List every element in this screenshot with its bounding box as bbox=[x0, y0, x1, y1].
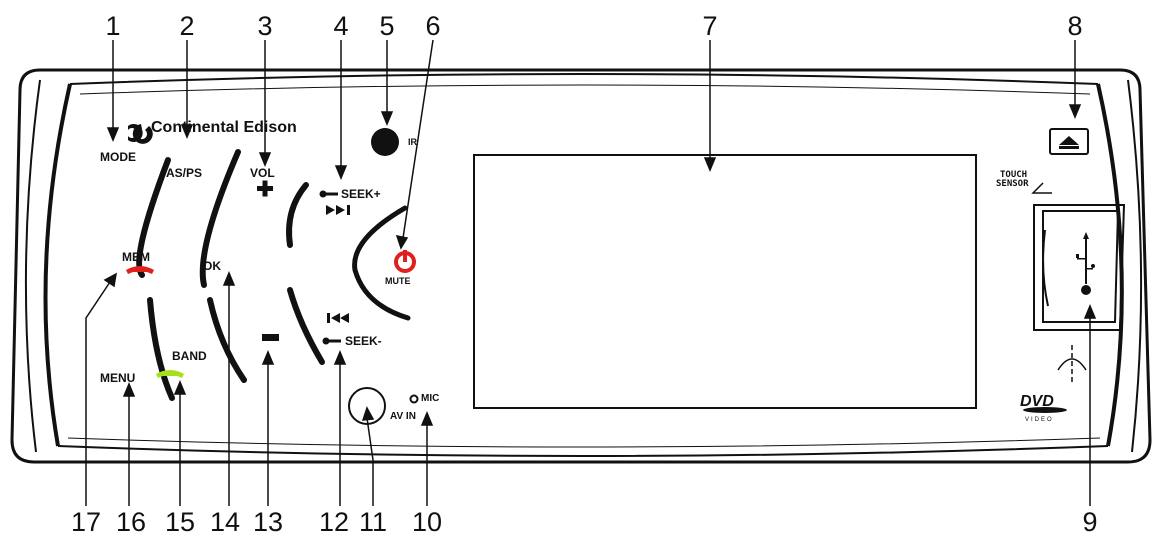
seek-plus-icon[interactable] bbox=[319, 190, 351, 216]
callout-5: 5 bbox=[379, 11, 395, 41]
callout-4: 4 bbox=[333, 11, 349, 41]
seek-minus-icon[interactable] bbox=[322, 313, 350, 345]
asps-button-label[interactable]: AS/PS bbox=[166, 166, 203, 180]
mic-label: MIC bbox=[421, 393, 440, 404]
callout-14: 14 bbox=[209, 507, 241, 537]
vol-minus-icon[interactable] bbox=[262, 334, 279, 341]
callout-lines bbox=[85, 39, 1097, 506]
callout-16: 16 bbox=[115, 507, 147, 537]
callout-15: 15 bbox=[164, 507, 196, 537]
faceplate bbox=[10, 68, 1152, 464]
callout-3: 3 bbox=[257, 11, 273, 41]
usb-flap[interactable] bbox=[1033, 204, 1126, 331]
seek-minus-label[interactable]: SEEK- bbox=[345, 334, 382, 348]
vol-button-label[interactable]: VOL bbox=[250, 166, 275, 180]
av-in-label: AV IN bbox=[390, 411, 416, 422]
usb-icon bbox=[1076, 232, 1095, 295]
eject-icon[interactable] bbox=[1049, 128, 1089, 155]
av-in-jack[interactable] bbox=[348, 387, 386, 425]
touch-sensor-symbol bbox=[1031, 182, 1052, 194]
callout-8: 8 bbox=[1067, 11, 1083, 41]
unlock-symbol bbox=[1057, 345, 1087, 385]
callout-2: 2 bbox=[179, 11, 195, 41]
callout-7: 7 bbox=[702, 11, 718, 41]
callout-10: 10 bbox=[411, 507, 443, 537]
dvd-logo-text: DVD bbox=[1020, 393, 1054, 410]
brand-name: Continental Edison bbox=[151, 119, 297, 136]
callout-9: 9 bbox=[1082, 507, 1098, 537]
phone-answer-icon[interactable] bbox=[156, 370, 184, 378]
callout-1: 1 bbox=[105, 11, 121, 41]
callout-13: 13 bbox=[252, 507, 284, 537]
power-mute-icon[interactable] bbox=[394, 250, 416, 273]
display-screen bbox=[473, 154, 977, 409]
band-button-label[interactable]: BAND bbox=[172, 349, 207, 363]
vol-plus-icon[interactable] bbox=[257, 180, 273, 197]
dvd-logo-subtext: VIDEO bbox=[1025, 417, 1054, 423]
touch-sensor-label-1: TOUCH bbox=[1000, 170, 1028, 180]
dvd-logo-icon bbox=[1023, 407, 1067, 413]
brand-logo-icon bbox=[128, 124, 153, 144]
ir-sensor bbox=[371, 128, 399, 156]
touch-sensor-label-2: SENSOR bbox=[996, 179, 1029, 189]
mute-button-label[interactable]: MUTE bbox=[385, 276, 411, 286]
seek-plus-label[interactable]: SEEK+ bbox=[341, 187, 381, 201]
menu-button-label[interactable]: MENU bbox=[100, 371, 136, 385]
callout-6: 6 bbox=[425, 11, 441, 41]
phone-hangup-icon[interactable] bbox=[126, 266, 154, 274]
callout-11: 11 bbox=[358, 507, 388, 537]
mode-button-label[interactable]: MODE bbox=[100, 150, 136, 164]
ir-label: IR bbox=[408, 137, 417, 147]
mic-icon bbox=[409, 394, 419, 404]
mem-button-label[interactable]: MEM bbox=[122, 250, 150, 264]
callout-17: 17 bbox=[70, 507, 102, 537]
ok-button-label[interactable]: OK bbox=[203, 259, 221, 273]
callout-12: 12 bbox=[318, 507, 350, 537]
